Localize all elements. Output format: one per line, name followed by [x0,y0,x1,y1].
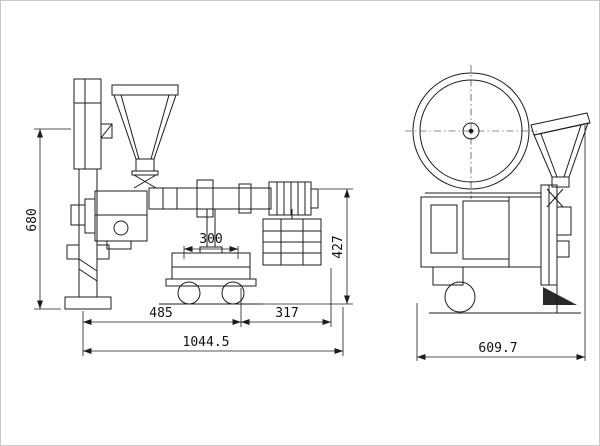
side-view [405,65,591,361]
support-column [64,78,113,310]
gearbox-shaft-boss [113,220,129,236]
tube-flange [196,179,214,218]
column-outline [73,78,102,170]
gearbox-upper-housing [94,190,148,216]
hopper-outlet [135,158,155,172]
gearbox-assembly [70,190,148,250]
column-lug-left [66,244,80,260]
gearbox-side-motor [70,204,86,226]
column-bracket-brace [100,123,113,139]
hopper-funnel [533,122,589,178]
base-roller [444,281,476,313]
dim-width-300 [183,246,239,259]
flywheel [405,65,537,199]
motor-endcap [310,188,319,209]
hopper-flange [131,170,159,176]
side-feed-hopper [530,112,591,208]
column-hatch-line [78,268,98,282]
counterweight-stack [262,209,322,266]
flywheel-outer-rim [412,72,530,190]
hopper-rim [530,112,591,136]
dim-width-317 [241,268,332,327]
machine-body-side [420,184,581,314]
body-foot [432,266,464,286]
hopper-wall-line [120,94,140,160]
gearbox-side-plate [84,198,96,234]
conveyor-tube [148,179,272,218]
dim-width-609 [416,125,586,361]
dim-label-609: 609.7 [478,341,517,356]
trolley-deck [165,278,257,287]
body-outline [420,196,542,268]
hopper-wall-line [150,94,170,160]
column-bracket [100,123,113,139]
body-center-block [462,200,510,260]
tube-body [148,187,272,210]
dim-label-1044: 1044.5 [183,335,230,350]
drive-motor [268,181,319,216]
front-view [34,78,353,356]
feed-hopper [111,84,179,189]
trolley [159,252,263,305]
hopper-cross-brace [546,188,564,208]
dim-label-485: 485 [149,306,172,321]
column-hatch-line [78,258,98,272]
dim-label-680: 680 [25,208,40,231]
dim-width-1044 [83,307,344,356]
dim-label-317: 317 [275,306,298,321]
dim-height-427 [261,188,353,305]
gearbox-lower-housing [94,214,148,242]
trolley-wheel [177,281,201,305]
machine-base [64,296,112,310]
flywheel-axle [468,128,474,134]
base-wedge [543,287,577,305]
column-lug-right [96,244,110,260]
hopper-wall-line [563,124,582,178]
hopper-rim [111,84,179,96]
hopper-outlet [551,176,570,188]
rod-flange [199,246,223,254]
hopper-cross-brace [133,174,157,189]
hopper-wall-line [540,133,558,178]
dim-label-427: 427 [331,235,346,258]
side-box-upper [556,206,572,236]
dim-label-300: 300 [199,232,222,247]
body-left-block [430,204,458,254]
tube-coupling [238,183,252,214]
dim-height-680 [34,128,71,310]
side-box-lower [556,240,570,258]
gearbox-foot [106,240,132,250]
